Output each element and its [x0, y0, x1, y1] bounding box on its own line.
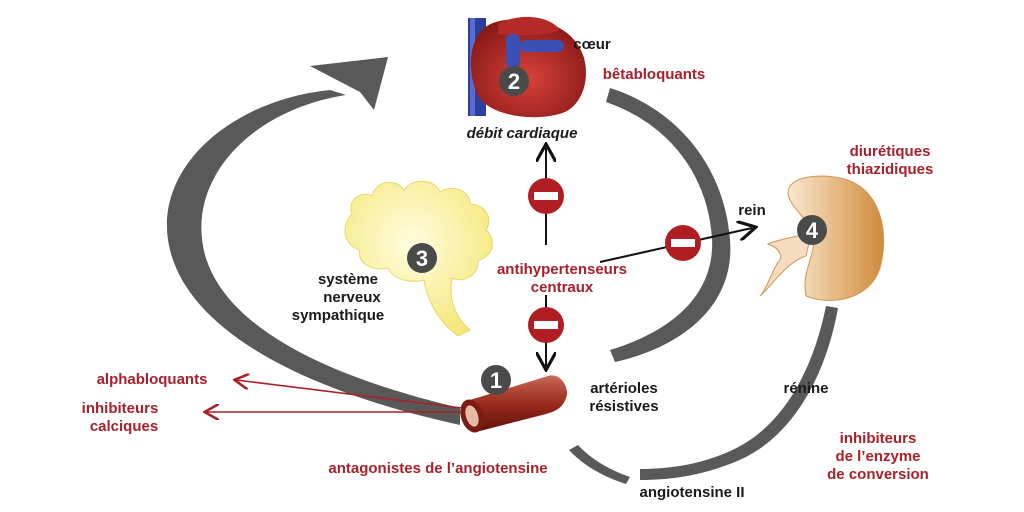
right-cycle-arc — [606, 88, 731, 362]
label-ace-3: de conversion — [827, 466, 929, 483]
label-heart: cœur — [573, 36, 611, 53]
label-arterioles-1: artérioles — [590, 380, 658, 397]
label-cardiac-output: débit cardiaque — [467, 125, 578, 142]
label-diuretics-1: diurétiques — [850, 143, 931, 160]
label-beta-blockers: bêtabloquants — [603, 66, 706, 83]
label-alpha-blockers: alphabloquants — [97, 371, 208, 388]
arrow-to-alphabloquants — [236, 380, 463, 409]
label-nervous-2: nerveux — [323, 289, 381, 306]
label-nervous-3: sympathique — [292, 307, 385, 324]
marker-arterioles: 1 — [490, 368, 502, 393]
marker-nervous: 3 — [416, 246, 428, 271]
label-ace-2: de l’enzyme — [835, 448, 920, 465]
label-central-2: centraux — [531, 279, 594, 296]
label-angiotensin-ii: angiotensine II — [639, 484, 744, 501]
heart-illustration: 2 — [468, 16, 586, 118]
marker-heart: 2 — [508, 69, 520, 94]
label-diuretics-2: thiazidiques — [847, 161, 934, 178]
label-nervous-1: système — [318, 271, 378, 288]
brain-illustration: 3 — [344, 180, 493, 337]
kidney-illustration: 4 — [759, 175, 885, 301]
label-calcium-1: inhibiteurs — [82, 400, 159, 417]
label-renin: rénine — [783, 380, 828, 397]
left-cycle-arrowhead — [310, 57, 388, 110]
arteriole-illustration: 1 — [460, 365, 568, 433]
bottom-left-arc — [569, 445, 630, 484]
label-kidney: rein — [738, 202, 766, 219]
inhibit-sign-cardiac — [528, 178, 564, 214]
marker-kidney: 4 — [806, 218, 819, 243]
label-arterioles-2: résistives — [589, 398, 658, 415]
label-central-1: antihypertenseurs — [497, 261, 627, 278]
inhibit-sign-arterioles — [528, 307, 564, 343]
label-ace-1: inhibiteurs — [840, 430, 917, 447]
inhibit-sign-kidney — [665, 225, 701, 261]
label-calcium-2: calciques — [90, 418, 158, 435]
label-arb: antagonistes de l’angiotensine — [328, 460, 547, 477]
bottom-cycle-arc — [640, 306, 838, 480]
